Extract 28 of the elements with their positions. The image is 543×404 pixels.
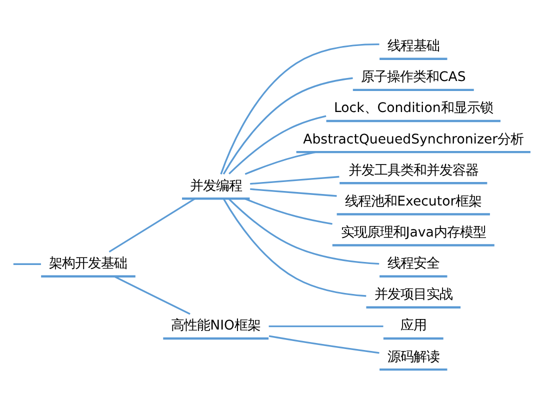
node-text: AbstractQueuedSynchronizer分析 <box>303 132 524 148</box>
node-text: 线程基础 <box>387 39 440 54</box>
connector <box>244 198 332 225</box>
node-text: 应用 <box>400 318 426 334</box>
connector <box>108 198 196 253</box>
connector <box>244 151 316 175</box>
connector <box>222 198 366 297</box>
node-text: 架构开发基础 <box>49 256 128 272</box>
connector <box>250 188 337 197</box>
node-text: 并发编程 <box>190 178 242 194</box>
node-text: 源码解读 <box>387 350 440 365</box>
connector <box>268 325 384 328</box>
connector <box>268 335 380 354</box>
node-text: Lock、Condition和显示锁 <box>334 101 493 116</box>
node-text: 线程池和Executor框架 <box>345 194 482 210</box>
connector <box>228 198 380 265</box>
node-text: 实现原理和Java内存模型 <box>340 226 486 241</box>
connector <box>114 276 190 315</box>
node-text: 并发工具类和并发容器 <box>348 163 478 178</box>
connector <box>220 44 380 174</box>
connector <box>13 263 41 265</box>
connector <box>250 176 340 185</box>
node-text: 并发项目实战 <box>374 288 452 303</box>
node-text: 原子操作类和CAS <box>360 70 466 86</box>
node-text: 高性能NIO框架 <box>171 318 261 334</box>
node-text: 线程安全 <box>387 256 440 272</box>
connector <box>222 77 353 175</box>
connector <box>228 115 326 174</box>
